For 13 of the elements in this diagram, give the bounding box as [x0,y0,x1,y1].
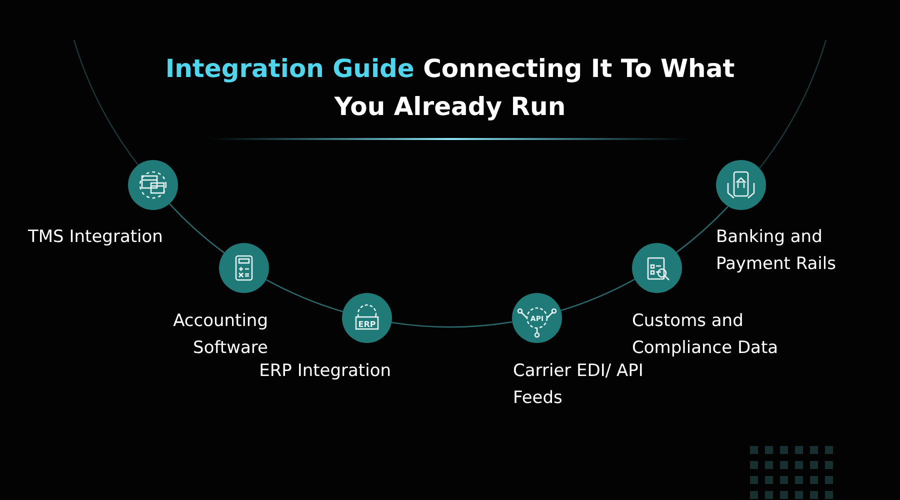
connector-line [169,203,224,254]
connector-line [266,279,343,312]
icon-text: ERP [358,320,376,329]
step-label: TMS Integration [28,226,164,249]
step-label: Accounting Software [172,310,268,360]
step-label: Carrier EDI/ API Feeds [513,360,644,410]
connector-line [676,206,728,253]
connector-line [560,278,635,312]
step-label: Banking and Payment Rails [716,226,837,276]
title: Integration Guide Connecting It To What You Already Run [164,53,736,123]
connector-line [392,321,512,328]
step-label: ERP Integration [258,360,391,383]
step-label: Customs and Compliance Data [632,310,780,360]
